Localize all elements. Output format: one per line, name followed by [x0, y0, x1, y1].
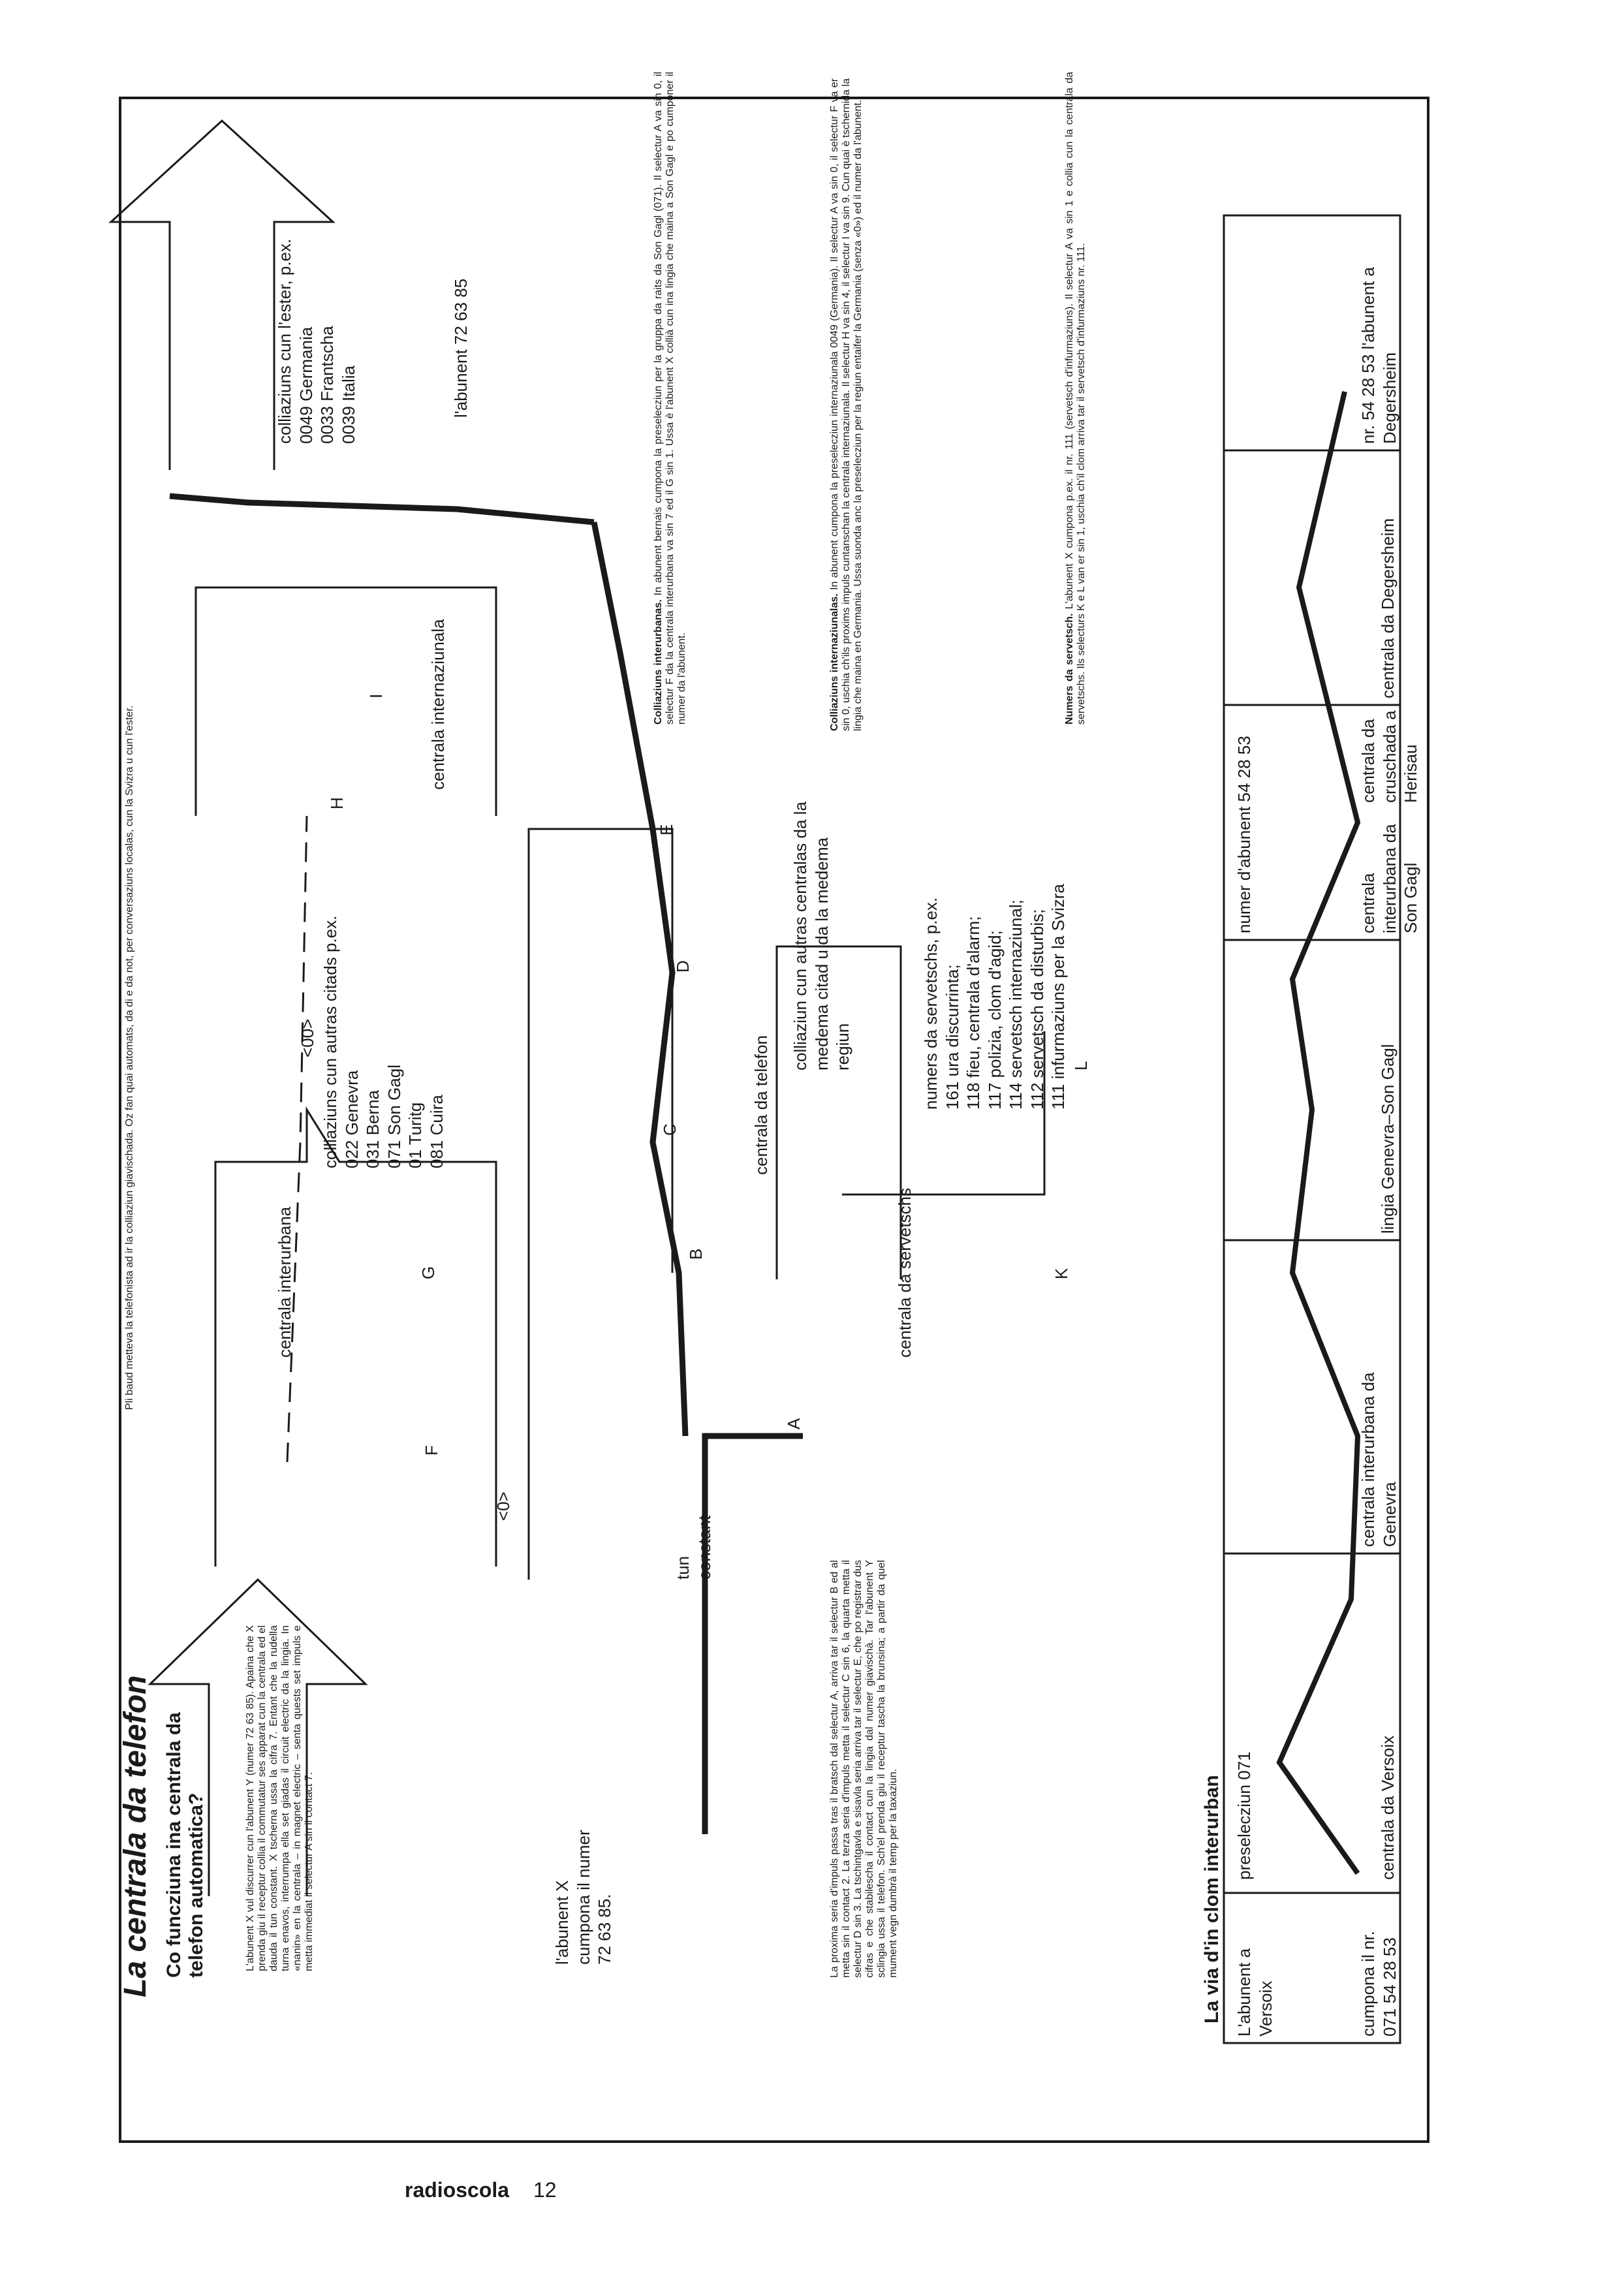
house-y-outline: [108, 119, 336, 470]
page-title: La centrala da telefon: [118, 1675, 153, 1997]
strip-line: [1276, 391, 1361, 1875]
services-heading: numers da servetschs, p.ex.: [921, 897, 941, 1110]
city-item: 071 Son Gagl: [384, 1064, 404, 1168]
line-e-to-y: [169, 493, 595, 525]
international-heading: Colliaziuns internaziunalas.: [829, 593, 840, 731]
footer-brand: radioscola: [405, 2178, 510, 2202]
label-centrala-telefon: centrala da telefon: [751, 1035, 771, 1175]
paragraph-2: La proxima seria d'impuls passa tras il …: [829, 1560, 899, 1978]
selector-i: I: [366, 693, 386, 698]
selector-k: K: [1052, 1268, 1071, 1279]
centrala-internaziunala-outline: [195, 586, 497, 816]
city-item: 022 Genevra: [341, 1070, 362, 1168]
centrala-telefon-outline: [527, 828, 674, 1580]
local-link-label: colliaziun cun autras centralas da la me…: [790, 802, 852, 1070]
abroad-item: 0049 Germania: [296, 326, 316, 444]
abroad-item: 0033 Frantscha: [317, 326, 337, 444]
strip-frame: [1223, 214, 1401, 2044]
service-item: 117 polizia, clom d'agid;: [984, 930, 1005, 1110]
service-item: 112 servetsch da disturbis;: [1027, 909, 1047, 1110]
house-x-label: l'abunent X cumpona il numer 72 63 85.: [552, 1830, 614, 1965]
strip-cell-5c: centrala da cruschada a Herisau: [1358, 710, 1420, 803]
cities-block: colliaziuns cun autras citads p.ex. 022 …: [320, 894, 447, 1168]
paragraph-1: L'abunent X vul discurrer cun l'abunent …: [245, 1625, 315, 1971]
service-item: 118 fieu, centrala d'alarm;: [963, 916, 983, 1110]
strip-cell-3: centrala interurbana da Genevra: [1358, 1372, 1399, 1547]
strip-cell-2a: preselecziun 071: [1234, 1751, 1254, 1880]
centrala-interurbana-outline: [214, 1106, 497, 1567]
strip-heading: La via d'in clom interurban: [1201, 1775, 1223, 2023]
selector-e: E: [657, 824, 676, 835]
service-item: 114 servetsch internaziunal;: [1006, 899, 1025, 1110]
interurban-section: Colliaziuns interurbanas. In abunent ber…: [653, 72, 688, 725]
international-section: Colliaziuns internaziunalas. In abunent …: [829, 78, 864, 731]
strip-cell-2b: centrala da Versoix: [1378, 1735, 1398, 1880]
service-section: Numers da servetsch. L'abunent X cumpona…: [1064, 72, 1087, 725]
strip-cell-1b: cumpona il nr. 071 54 28 53: [1358, 1931, 1399, 2037]
city-item: 031 Berna: [363, 1090, 383, 1168]
service-item: 161 ura discurrinta;: [942, 964, 962, 1110]
centrala-servetschs-outline: [775, 945, 902, 1279]
label-centrala-interurbana: centrala interurbana: [275, 1206, 294, 1358]
zero-mark: <0>: [493, 1491, 513, 1521]
label-centrala-servetschs: centrala da servetschs: [895, 1187, 914, 1358]
label-centrala-internaziunala: centrala internaziunala: [428, 619, 448, 790]
page-number: 12: [533, 2178, 557, 2202]
strip-cell-5a: numer d'abunent 54 28 53: [1234, 736, 1254, 933]
line-x-to-a: [702, 1433, 803, 1834]
strip-cell-5b: centrala interurbana da Son Gagl: [1358, 824, 1420, 933]
selector-b: B: [686, 1248, 706, 1260]
page-frame: [119, 97, 1429, 2143]
cities-heading: colliaziuns cun autras citads p.ex.: [320, 915, 340, 1168]
double-zero-mark: <00>: [298, 1018, 317, 1057]
service-heading: Numers da servetsch.: [1064, 613, 1075, 725]
house-x-outline: [148, 1578, 368, 1896]
selector-g: G: [418, 1266, 438, 1279]
footer: radioscola 12: [405, 2178, 557, 2202]
line-services: [842, 1031, 1046, 1196]
city-item: 01 Turitg: [405, 1102, 425, 1168]
question: Co funcziuna ina centrala da telefon aut…: [163, 1712, 207, 1978]
abroad-heading: colliaziuns cun l'ester, p.ex.: [275, 238, 294, 444]
abroad-block: colliaziuns cun l'ester, p.ex. 0049 Germ…: [274, 117, 359, 444]
dashed-interurban: [286, 815, 308, 1463]
selector-d: D: [673, 960, 693, 973]
strip-cell-4: lingia Genevra–Son Gagl: [1378, 1044, 1398, 1234]
services-block: numers da servetschs, p.ex. 161 ura disc…: [920, 796, 1069, 1110]
interurban-heading: Colliaziuns interurbanas.: [653, 599, 664, 725]
city-item: 081 Cuira: [426, 1095, 446, 1168]
abroad-item: 0039 Italia: [338, 366, 358, 444]
label-tun-constant: tun constant: [673, 1515, 714, 1580]
strip-cell-7: nr. 54 28 53 l'abunent a Degersheim: [1358, 267, 1399, 444]
selector-c: C: [660, 1123, 679, 1136]
selector-a: A: [784, 1418, 804, 1429]
selector-l: L: [1071, 1061, 1091, 1070]
intro-text: Pli baud metteva la telefonista ad ir la…: [124, 705, 135, 1410]
selector-f: F: [422, 1445, 441, 1456]
house-y-label: l'abunent 72 63 85: [451, 278, 471, 418]
line-a-to-e: [591, 522, 689, 1437]
strip-cell-1a: L'abunent a Versoix: [1234, 1948, 1275, 2037]
service-item: 111 infurmaziuns per la Svizra: [1048, 884, 1068, 1110]
selector-h: H: [327, 797, 347, 809]
strip-cell-6: centrala da Degersheim: [1378, 518, 1398, 698]
